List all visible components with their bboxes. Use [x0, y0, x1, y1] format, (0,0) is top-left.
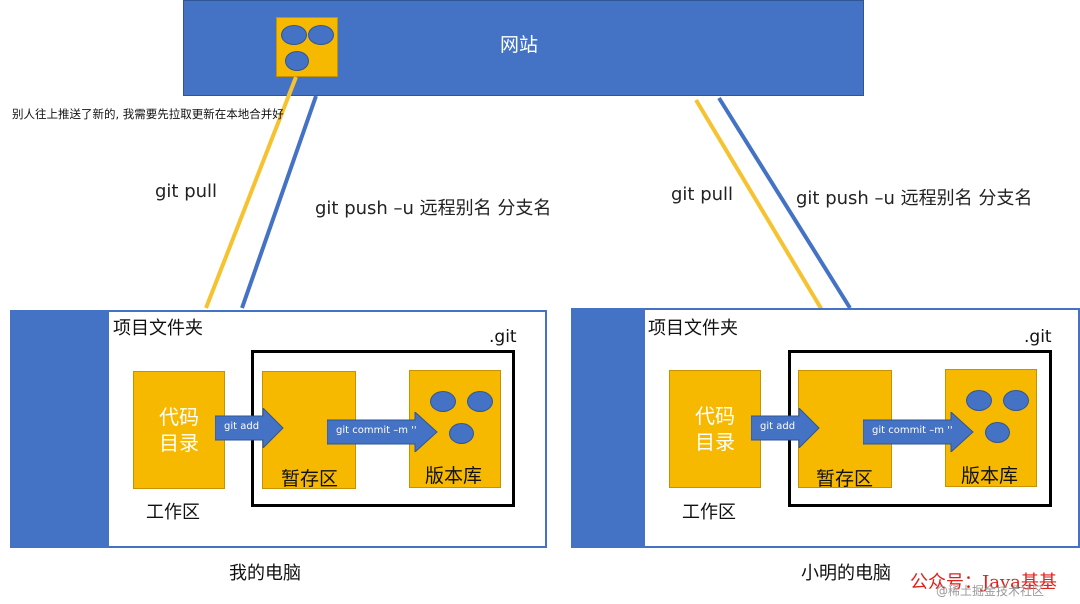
right-computer-sidebar [573, 310, 645, 546]
left-code-dir-line1: 代码 [159, 405, 199, 429]
pull-note: 别人往上推送了新的, 我需要先拉取更新在本地合并好 [12, 107, 284, 121]
left-repo-label: 版本库 [425, 465, 483, 487]
website-title: 网站 [500, 34, 539, 56]
left-git-commit-arrow [327, 412, 438, 452]
right-repo-label: 版本库 [961, 465, 1019, 487]
left-git-commit-label: git commit –m '' [336, 425, 417, 436]
watermark-sub-text: @稀土掘金技术社区 [936, 584, 1045, 598]
right-git-push-label: git push –u 远程别名 分支名 [796, 188, 1033, 209]
left-git-add-label: git add [224, 421, 260, 432]
left-workspace-label: 工作区 [146, 502, 200, 523]
left-git-pull-label: git pull [155, 181, 218, 202]
left-folder-label: 项目文件夹 [113, 318, 203, 339]
right-code-directory: 代码 目录 [669, 370, 761, 488]
right-workspace-label: 工作区 [682, 502, 736, 523]
watermark-text: 公众号：Java基基 [910, 572, 1057, 593]
left-git-label: .git [489, 327, 517, 347]
left-computer-sidebar [12, 312, 109, 546]
right-folder-label: 项目文件夹 [648, 318, 738, 339]
right-computer-label: 小明的电脑 [801, 563, 891, 584]
left-code-dir-line2: 目录 [159, 431, 199, 455]
left-staging-label: 暂存区 [281, 468, 339, 490]
left-git-push-label: git push –u 远程别名 分支名 [315, 198, 552, 219]
right-git-label: .git [1024, 327, 1052, 347]
left-code-directory: 代码 目录 [133, 371, 225, 489]
right-git-pull-label: git pull [671, 184, 734, 205]
remote-repo-icon [276, 17, 338, 77]
right-repository [945, 369, 1037, 487]
right-staging-label: 暂存区 [816, 468, 874, 490]
left-computer-label: 我的电脑 [229, 563, 301, 584]
right-git-add-label: git add [760, 421, 796, 432]
right-git-commit-label: git commit –m '' [872, 425, 953, 436]
right-git-commit-arrow [863, 412, 974, 452]
left-git-add-arrow [215, 408, 284, 448]
right-code-dir-line1: 代码 [695, 404, 735, 428]
right-git-add-arrow [751, 408, 820, 448]
right-code-dir-line2: 目录 [695, 430, 735, 454]
